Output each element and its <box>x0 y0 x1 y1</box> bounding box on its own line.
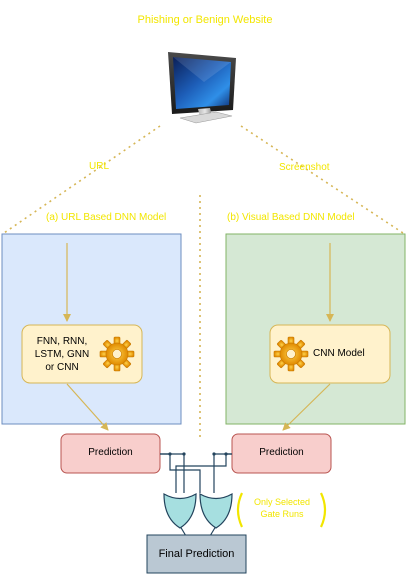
url-model-label: FNN, RNN, LSTM, GNN or CNN <box>26 335 98 374</box>
url-edge <box>3 125 161 234</box>
gate-note-bracket-left <box>236 492 244 528</box>
url-model-line: LSTM, GNN <box>34 349 90 360</box>
url-panel-title: (a) URL Based DNN Model <box>46 212 167 223</box>
prediction-left-label: Prediction <box>88 447 133 458</box>
junction-dot <box>224 452 228 456</box>
visual-panel-title: (b) Visual Based DNN Model <box>227 212 355 223</box>
junction-dot <box>168 452 172 456</box>
url-model-line: FNN, RNN, <box>36 336 88 347</box>
gate-note-line: Gate Runs <box>260 509 304 519</box>
url-model-box <box>21 324 143 384</box>
prediction-right-label: Prediction <box>259 447 304 458</box>
computer-monitor-icon <box>168 52 236 124</box>
screenshot-edge-label: Screenshot <box>279 162 330 173</box>
or-gate-icon <box>163 492 197 529</box>
gate-note-line: Only Selected <box>253 497 311 507</box>
gate-note: Only Selected Gate Runs <box>245 496 319 520</box>
final-prediction-box <box>146 534 247 574</box>
url-model-to-prediction-arrow <box>66 383 109 431</box>
or-gate-icon <box>199 492 233 529</box>
final-prediction-label: Final Prediction <box>158 548 235 560</box>
visual-model-box <box>269 324 391 384</box>
screenshot-edge <box>240 125 404 234</box>
gear-icon <box>273 336 309 372</box>
junction-dot <box>212 452 216 456</box>
junction-dot <box>182 452 186 456</box>
gate-note-bracket-right <box>319 492 327 528</box>
diagram-title: Phishing or Benign Website <box>137 14 273 26</box>
url-edge-label: URL <box>89 161 110 172</box>
visual-model-to-prediction-arrow <box>282 383 331 431</box>
visual-model-label: CNN Model <box>313 348 365 359</box>
url-model-line: or CNN <box>45 362 79 373</box>
gear-icon <box>99 336 135 372</box>
